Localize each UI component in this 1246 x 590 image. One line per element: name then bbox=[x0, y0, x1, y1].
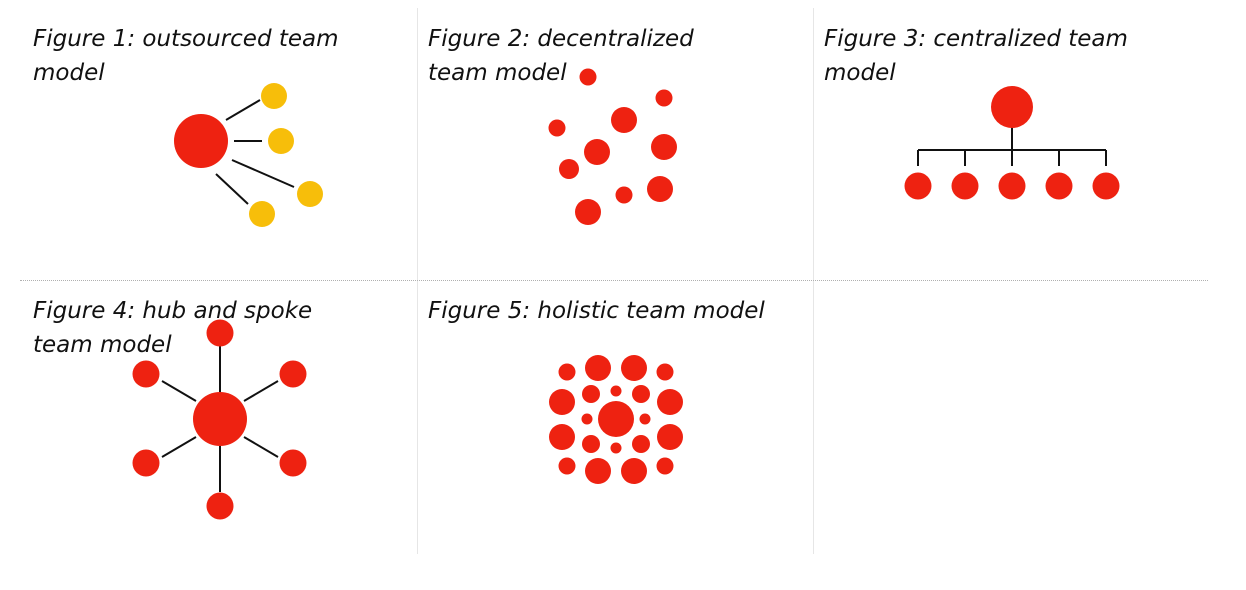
team-node bbox=[610, 442, 622, 454]
central-team-node bbox=[991, 86, 1033, 128]
team-node bbox=[575, 199, 601, 225]
team-node bbox=[549, 424, 575, 450]
team-node bbox=[582, 385, 600, 403]
team-node bbox=[632, 385, 650, 403]
team-node bbox=[585, 355, 611, 381]
team-node bbox=[655, 89, 673, 107]
spoke-node bbox=[206, 492, 234, 520]
outsourced-node bbox=[249, 201, 275, 227]
team-node bbox=[579, 68, 597, 86]
team-node bbox=[656, 363, 674, 381]
team-node bbox=[951, 172, 979, 200]
team-node bbox=[610, 385, 622, 397]
team-node bbox=[639, 413, 651, 425]
central-team-node bbox=[174, 114, 228, 168]
figure-5-caption: Figure 5: holistic team model bbox=[428, 298, 765, 324]
team-node bbox=[558, 457, 576, 475]
team-node bbox=[548, 119, 566, 137]
figure-4-caption: Figure 4: hub and spoke team model bbox=[33, 298, 313, 358]
team-node bbox=[1045, 172, 1073, 200]
spoke-line bbox=[243, 380, 279, 402]
team-node bbox=[656, 457, 674, 475]
spoke-node bbox=[132, 360, 160, 388]
team-node bbox=[651, 134, 677, 160]
column-divider bbox=[417, 8, 418, 554]
team-node bbox=[549, 389, 575, 415]
team-node bbox=[584, 139, 610, 165]
team-node bbox=[998, 172, 1026, 200]
outsourced-node bbox=[297, 181, 323, 207]
team-node bbox=[582, 435, 600, 453]
team-node bbox=[611, 107, 637, 133]
connector-line bbox=[225, 99, 261, 121]
team-node bbox=[621, 355, 647, 381]
figure-1-caption: Figure 1: outsourced team model bbox=[33, 26, 339, 86]
outsourced-node bbox=[268, 128, 294, 154]
team-node bbox=[647, 176, 673, 202]
team-node bbox=[581, 413, 593, 425]
figure-grid bbox=[20, 8, 1208, 554]
spoke-node bbox=[279, 449, 307, 477]
team-node bbox=[1092, 172, 1120, 200]
spoke-node bbox=[279, 360, 307, 388]
team-node bbox=[657, 389, 683, 415]
figure-3-caption: Figure 3: centralized team model bbox=[824, 26, 1128, 86]
spoke-line bbox=[161, 380, 197, 402]
team-node bbox=[585, 458, 611, 484]
column-divider bbox=[813, 8, 814, 554]
team-node bbox=[615, 186, 633, 204]
spoke-node bbox=[206, 319, 234, 347]
spoke-line bbox=[161, 436, 197, 458]
central-team-node bbox=[598, 401, 634, 437]
team-node bbox=[904, 172, 932, 200]
team-node bbox=[621, 458, 647, 484]
connector-line bbox=[215, 173, 249, 205]
team-node bbox=[632, 435, 650, 453]
figure-2-caption: Figure 2: decentralized team model bbox=[428, 26, 694, 86]
row-divider bbox=[20, 280, 1208, 281]
team-node bbox=[657, 424, 683, 450]
outsourced-node bbox=[261, 83, 287, 109]
connector-line bbox=[231, 159, 295, 188]
team-node bbox=[559, 159, 579, 179]
hub-node bbox=[193, 392, 247, 446]
spoke-line bbox=[243, 436, 279, 458]
spoke-node bbox=[132, 449, 160, 477]
team-node bbox=[558, 363, 576, 381]
